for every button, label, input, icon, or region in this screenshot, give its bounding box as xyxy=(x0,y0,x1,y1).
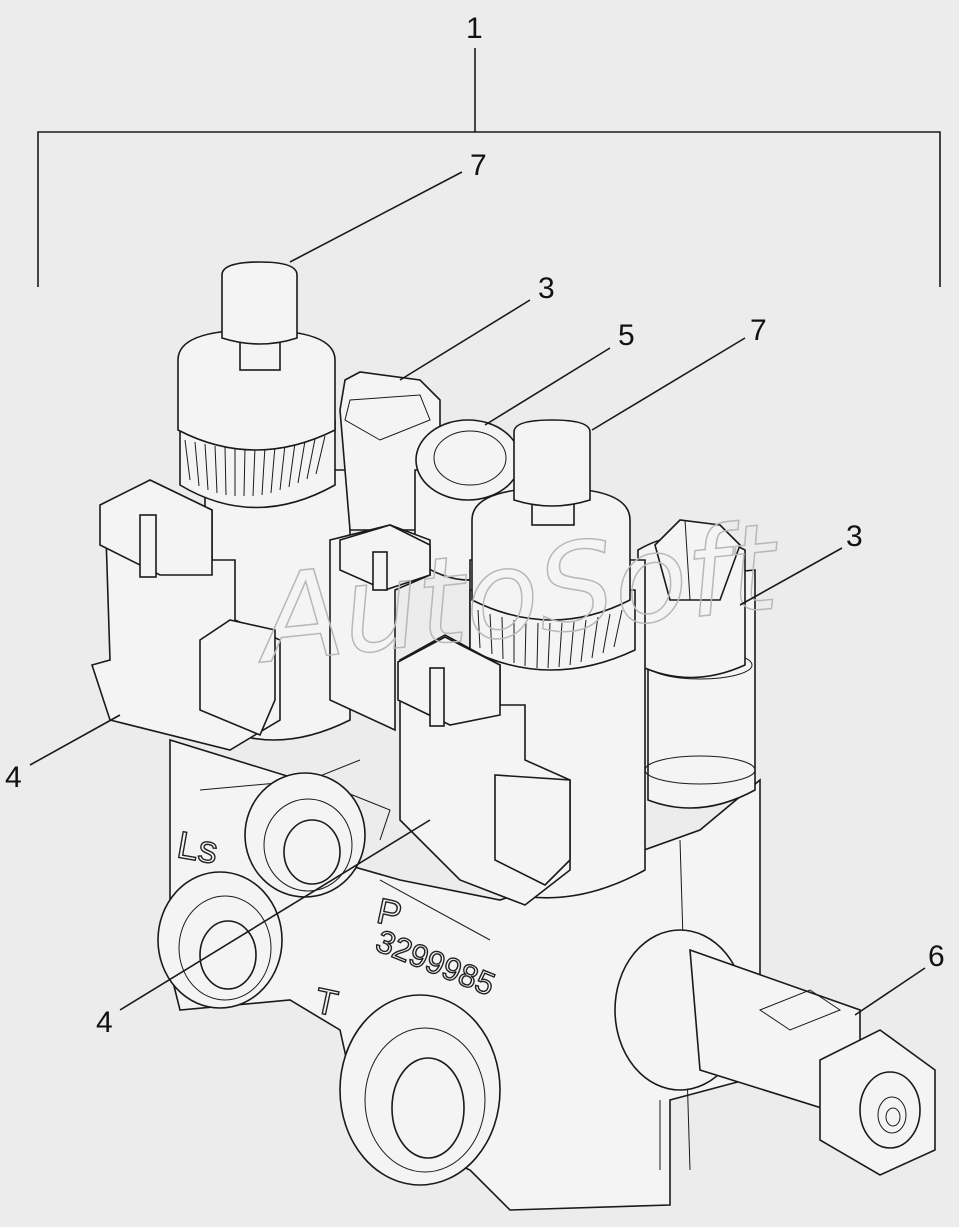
callout-6: 6 xyxy=(928,940,945,973)
front-connector xyxy=(397,634,571,906)
left-solenoid xyxy=(177,261,351,741)
port-ls-marking: Ls xyxy=(174,824,221,872)
right-coil xyxy=(637,519,756,809)
port-a-bore xyxy=(157,871,283,1009)
right-knurl xyxy=(477,609,623,669)
plug-assembly xyxy=(614,929,936,1176)
callout-5: 5 xyxy=(618,319,635,352)
callout-3-middle: 3 xyxy=(538,272,555,305)
callout-4-lower: 4 xyxy=(96,1006,113,1039)
port-ls-bore xyxy=(244,772,366,898)
callout-1: 1 xyxy=(466,12,483,45)
port-t-bore xyxy=(339,994,501,1186)
callout-3-right: 3 xyxy=(846,520,863,553)
callout-7-right: 7 xyxy=(750,314,767,347)
assembly-bracket xyxy=(37,48,941,287)
right-solenoid xyxy=(469,419,646,899)
left-connector xyxy=(90,479,281,751)
callout-4-left: 4 xyxy=(5,761,22,794)
leader-lines xyxy=(29,171,926,1016)
callout-7-left: 7 xyxy=(470,149,487,182)
left-knurl xyxy=(184,435,326,497)
center-connector xyxy=(329,524,431,732)
